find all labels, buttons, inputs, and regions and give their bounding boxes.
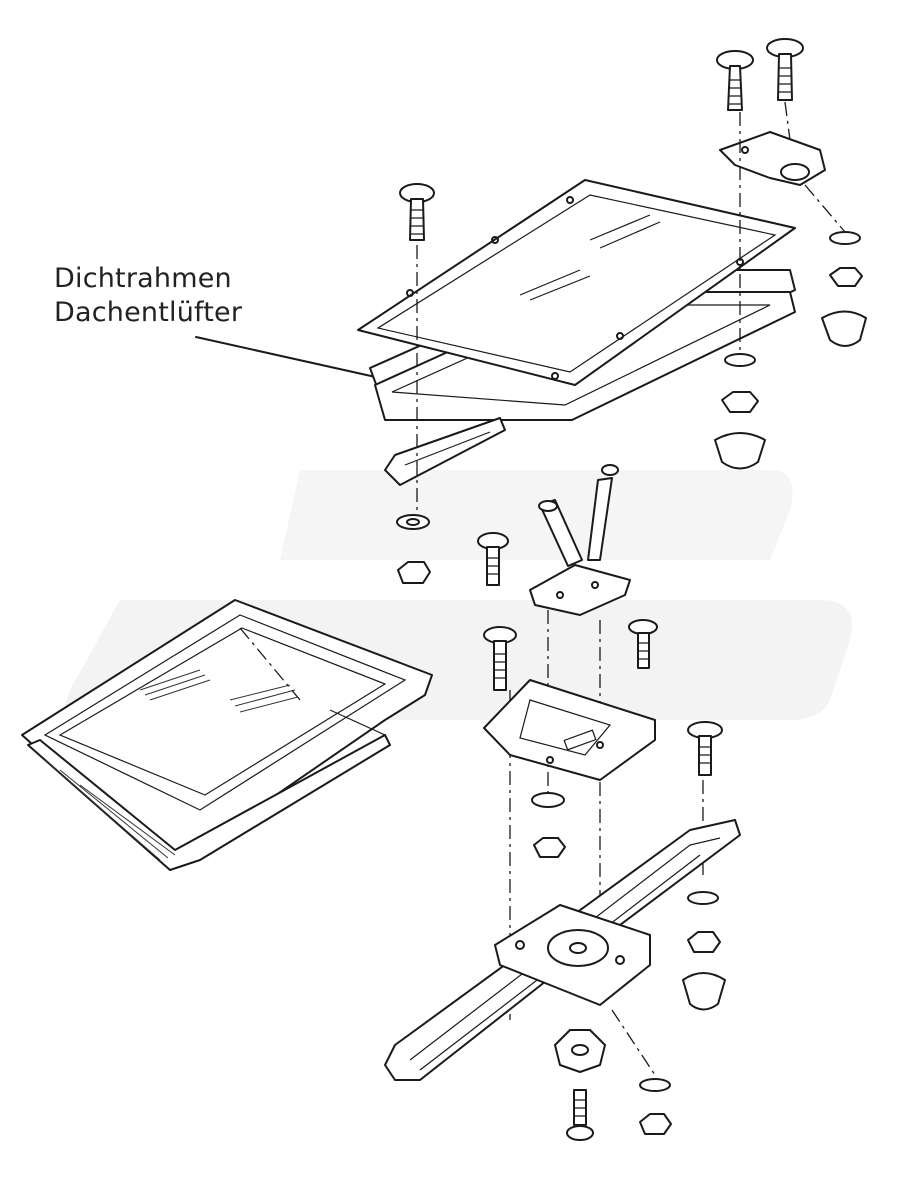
callout-leader-line: [195, 336, 381, 379]
assembled-vent: [21, 599, 433, 871]
mounting-plate: [483, 679, 656, 781]
knob-screw: [566, 1089, 594, 1141]
upper-vent-frame: [357, 179, 796, 421]
top-screw-right: [766, 38, 804, 101]
crank-rail: [384, 819, 741, 1081]
mid-fastener-stack: [714, 353, 766, 470]
bottom-washer-nut: [639, 1078, 672, 1135]
top-screw-left: [716, 50, 754, 111]
star-knob: [554, 1029, 606, 1073]
callout-line-1: Dichtrahmen: [54, 263, 232, 294]
plate-washer-nut: [531, 792, 566, 858]
right-screw-lower: [687, 721, 723, 776]
right-fastener-stack-upper: [821, 231, 867, 347]
right-fastener-stack-lower: [682, 891, 726, 1011]
scissor-hinge: [529, 464, 631, 616]
hinge-screw-left: [477, 532, 509, 586]
top-right-bracket: [719, 131, 826, 186]
upper-arm: [384, 417, 506, 486]
upper-left-screw: [399, 183, 435, 241]
callout-label: Dichtrahmen Dachentlüfter: [54, 262, 242, 330]
hinge-screw-center: [483, 626, 517, 691]
hinge-screw-right: [628, 619, 658, 669]
callout-line-2: Dachentlüfter: [54, 297, 243, 328]
left-washer-nut: [396, 514, 431, 584]
